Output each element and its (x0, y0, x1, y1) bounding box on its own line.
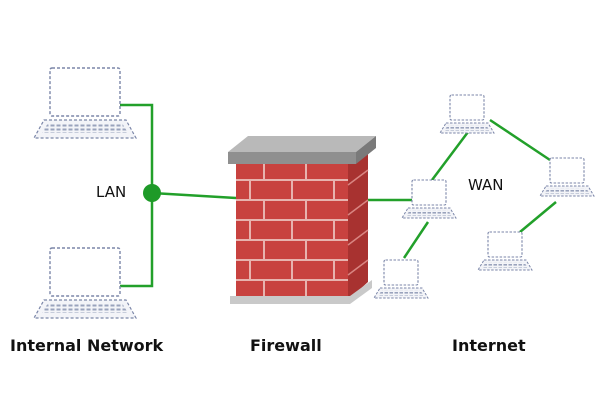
internet-label: Internet (452, 336, 526, 355)
laptop-icon (33, 67, 137, 139)
link-right-bottomright (519, 201, 557, 233)
laptop-icon (373, 259, 429, 299)
link-top-right (489, 118, 551, 162)
firewall-icon (228, 136, 376, 304)
lan-label: LAN (96, 183, 127, 201)
link-wan-top (431, 131, 469, 181)
laptop-icon (539, 157, 595, 197)
laptop-icon (477, 231, 533, 271)
lan-links (110, 103, 237, 288)
wan-links (366, 118, 557, 259)
hub-node (143, 184, 161, 202)
link-laptop-bottom (110, 193, 154, 288)
wan-label: WAN (468, 176, 504, 194)
firewall-label: Firewall (250, 336, 322, 355)
laptop-icon (439, 94, 495, 134)
internal-network-label: Internal Network (10, 336, 164, 355)
laptop-icon (33, 247, 137, 319)
link-laptop-top (110, 103, 154, 193)
link-wan-bottom (402, 221, 430, 259)
link-lan-firewall (151, 191, 237, 200)
